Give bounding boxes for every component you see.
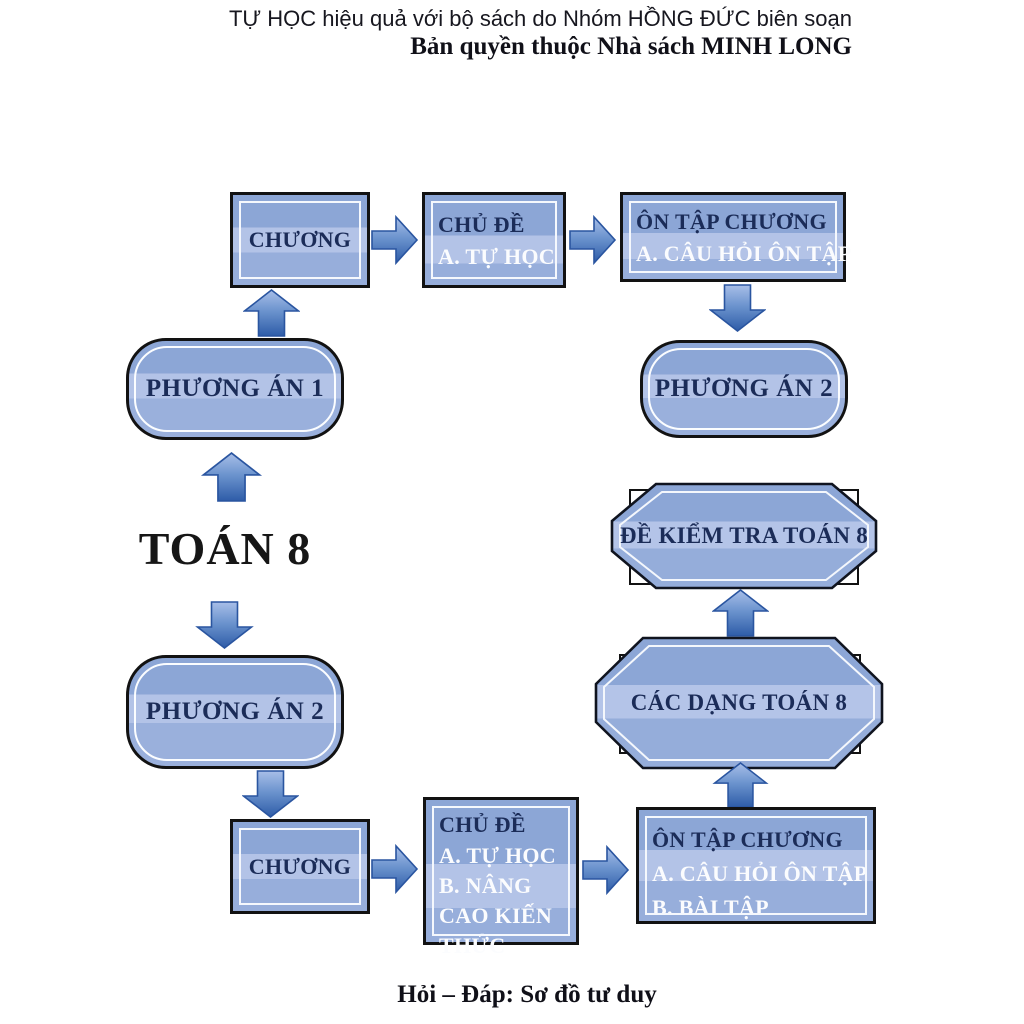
arrow-right-icon xyxy=(582,844,630,896)
node-dekiemtra: ĐỀ KIỂM TRA TOÁN 8 xyxy=(610,482,878,590)
node-phuongan2-right-label: PHƯƠNG ÁN 2 xyxy=(654,375,834,402)
arrow-right-icon xyxy=(569,214,617,266)
node-phuongan1: PHƯƠNG ÁN 1 xyxy=(126,338,344,440)
arrow-down-icon xyxy=(242,770,299,818)
node-ontap-bottom-item-b: B. BÀI TẬP xyxy=(652,895,769,920)
node-chude-bottom-title: CHỦ ĐỀ xyxy=(439,812,526,837)
node-ontap-bottom: ÔN TẬP CHƯƠNG A. CÂU HỎI ÔN TẬP B. BÀI T… xyxy=(636,807,876,924)
node-chude-bottom-item-a: A. TỰ HỌC xyxy=(439,843,556,868)
node-chuong-bottom-label: CHƯƠNG xyxy=(248,853,352,879)
node-chuong-bottom: CHƯƠNG xyxy=(230,819,370,914)
node-ontap-top-title: ÔN TẬP CHƯƠNG xyxy=(636,209,827,234)
arrow-up-icon xyxy=(183,452,280,502)
footer-caption: Hỏi – Đáp: Sơ đồ tư duy xyxy=(397,981,657,1008)
octagon-shape xyxy=(610,482,878,590)
octagon-shape xyxy=(594,636,884,770)
header-line1: TỰ HỌC hiệu quả với bộ sách do Nhóm HỒNG… xyxy=(228,6,852,31)
header-line2: Bản quyền thuộc Nhà sách MINH LONG xyxy=(410,33,852,60)
node-chuong-top: CHƯƠNG xyxy=(230,192,370,288)
arrow-down-icon xyxy=(709,284,766,332)
node-phuongan2-right: PHƯƠNG ÁN 2 xyxy=(640,340,848,438)
arrow-up-icon xyxy=(712,589,769,637)
node-chuong-top-label: CHƯƠNG xyxy=(248,227,352,252)
node-chude-bottom-item-b: B. NÂNG CAO KIẾN THỨC xyxy=(439,873,553,958)
node-ontap-top-item-a: A. CÂU HỎI ÔN TẬP xyxy=(636,241,852,266)
node-ontap-bottom-title: ÔN TẬP CHƯƠNG xyxy=(652,827,843,852)
page-title: TOÁN 8 xyxy=(138,523,312,574)
node-chude-bottom: CHỦ ĐỀ A. TỰ HỌC B. NÂNG CAO KIẾN THỨC xyxy=(423,797,579,958)
node-dekiemtra-label: ĐỀ KIỂM TRA TOÁN 8 xyxy=(619,523,869,548)
node-phuongan2-left-label: PHƯƠNG ÁN 2 xyxy=(145,698,325,725)
node-phuongan1-label: PHƯƠNG ÁN 1 xyxy=(145,375,325,402)
node-chude-top-item-a: A. TỰ HỌC xyxy=(438,244,555,269)
node-chude-top-title: CHỦ ĐỀ xyxy=(438,212,525,237)
node-phuongan2-left: PHƯƠNG ÁN 2 xyxy=(126,655,344,769)
arrow-right-icon xyxy=(371,214,419,266)
arrow-down-icon xyxy=(182,601,267,649)
node-cacdang-label: CÁC DẠNG TOÁN 8 xyxy=(630,690,848,715)
node-ontap-top: ÔN TẬP CHƯƠNG A. CÂU HỎI ÔN TẬP xyxy=(620,192,852,282)
arrow-right-icon xyxy=(371,843,419,895)
node-ontap-bottom-item-a: A. CÂU HỎI ÔN TẬP xyxy=(652,861,868,886)
node-chude-top: CHỦ ĐỀ A. TỰ HỌC xyxy=(422,192,566,288)
node-cacdang: CÁC DẠNG TOÁN 8 xyxy=(594,636,884,770)
arrow-up-icon xyxy=(243,289,300,337)
arrow-up-icon xyxy=(712,762,769,808)
